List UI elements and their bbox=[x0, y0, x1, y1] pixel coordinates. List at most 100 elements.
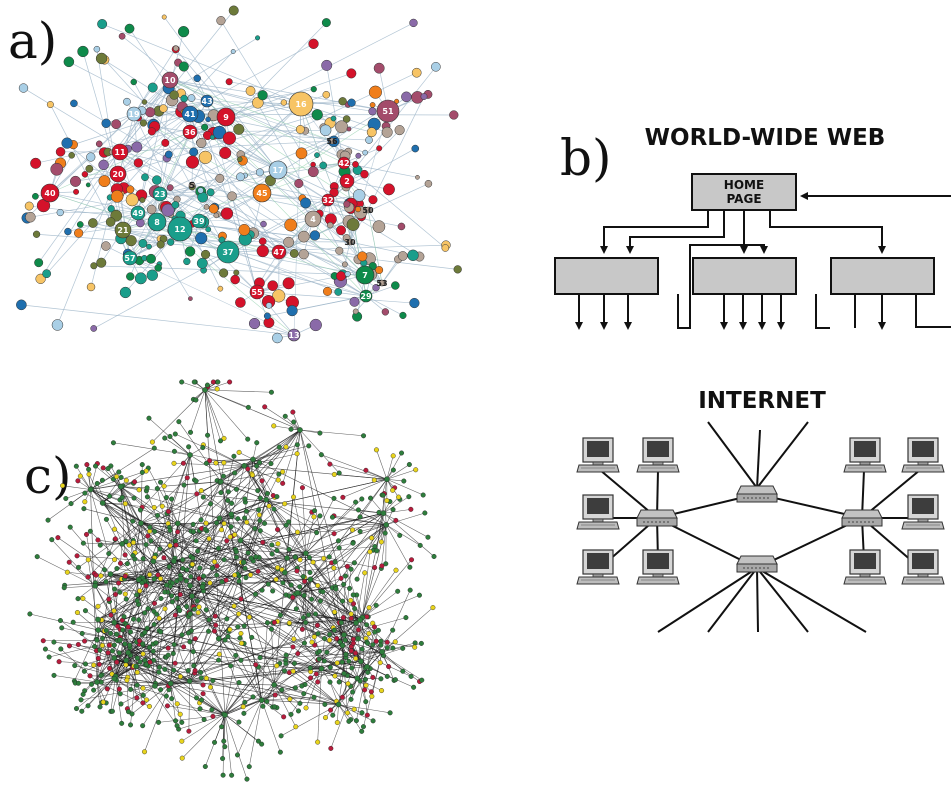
network-node bbox=[193, 478, 199, 484]
network-node bbox=[384, 498, 390, 504]
network-node bbox=[291, 636, 297, 642]
network-node bbox=[400, 668, 406, 674]
network-node bbox=[229, 772, 235, 778]
network-node bbox=[34, 258, 44, 268]
network-node bbox=[124, 23, 135, 34]
network-node bbox=[309, 639, 315, 645]
network-node bbox=[303, 620, 309, 626]
network-node bbox=[72, 663, 78, 669]
web-page-box-3 bbox=[830, 257, 935, 295]
network-node bbox=[158, 596, 164, 602]
network-hub-node bbox=[294, 590, 301, 596]
network-node bbox=[335, 120, 349, 134]
network-node bbox=[393, 567, 399, 573]
network-hub-node bbox=[383, 521, 390, 528]
network-node bbox=[139, 469, 145, 475]
network-node bbox=[346, 68, 357, 79]
network-node bbox=[359, 710, 365, 716]
network-node bbox=[345, 681, 351, 687]
network-node bbox=[343, 651, 349, 657]
network-node-label: 20 bbox=[112, 170, 124, 179]
network-node bbox=[291, 419, 297, 425]
network-node bbox=[156, 719, 162, 725]
computer-icon bbox=[901, 494, 945, 530]
network-hub-node bbox=[171, 558, 177, 564]
network-node bbox=[219, 527, 225, 533]
network-node bbox=[236, 680, 242, 686]
network-node bbox=[260, 220, 267, 228]
network-hub-node bbox=[355, 265, 375, 285]
network-node bbox=[61, 137, 73, 149]
network-node bbox=[136, 617, 142, 623]
network-node-label: 50 bbox=[362, 206, 374, 215]
network-node bbox=[122, 501, 128, 507]
network-node bbox=[51, 319, 64, 331]
network-hub-node bbox=[282, 569, 288, 576]
network-hub-node bbox=[379, 648, 385, 655]
network-node bbox=[333, 586, 339, 592]
network-node bbox=[82, 608, 88, 614]
network-node bbox=[317, 430, 323, 436]
network-node bbox=[349, 665, 355, 671]
network-node bbox=[146, 204, 157, 215]
network-hub-node bbox=[303, 550, 309, 557]
network-node bbox=[330, 712, 336, 718]
network-node bbox=[224, 616, 230, 622]
network-node bbox=[272, 692, 278, 698]
network-node bbox=[141, 173, 149, 182]
link-home-to-box1 bbox=[600, 210, 709, 254]
network-node bbox=[369, 693, 375, 699]
network-node bbox=[42, 646, 48, 652]
network-node bbox=[173, 542, 179, 548]
network-node bbox=[359, 646, 365, 652]
network-node bbox=[204, 382, 210, 388]
network-node bbox=[234, 554, 240, 560]
network-node bbox=[327, 221, 334, 229]
network-node bbox=[214, 563, 220, 569]
network-node bbox=[331, 531, 337, 537]
network-node bbox=[134, 682, 140, 688]
network-node bbox=[336, 545, 342, 551]
network-hub-node bbox=[200, 94, 214, 108]
network-node bbox=[225, 634, 231, 640]
network-node bbox=[159, 503, 165, 509]
network-node bbox=[185, 155, 200, 169]
network-hub-node bbox=[318, 665, 325, 672]
network-node bbox=[271, 704, 277, 710]
network-node bbox=[50, 162, 64, 176]
network-node bbox=[334, 720, 340, 726]
network-node bbox=[332, 559, 338, 565]
network-node bbox=[122, 641, 128, 647]
network-node bbox=[123, 97, 131, 106]
network-node bbox=[286, 620, 292, 626]
network-node bbox=[274, 494, 280, 500]
network-node bbox=[46, 654, 52, 660]
network-node bbox=[95, 537, 101, 543]
network-node bbox=[249, 634, 255, 640]
network-node bbox=[184, 567, 190, 573]
network-node bbox=[268, 389, 274, 395]
network-node bbox=[164, 150, 173, 159]
network-node bbox=[372, 220, 386, 233]
network-node bbox=[189, 147, 199, 157]
network-node bbox=[209, 565, 215, 571]
network-hub-node bbox=[40, 183, 60, 203]
network-node bbox=[228, 524, 234, 530]
network-node bbox=[200, 682, 206, 688]
network-node bbox=[256, 512, 262, 518]
network-node bbox=[342, 637, 348, 643]
network-node bbox=[122, 573, 128, 579]
network-node bbox=[197, 706, 203, 712]
network-node bbox=[378, 676, 384, 682]
network-node bbox=[238, 630, 244, 636]
network-node bbox=[172, 660, 178, 666]
network-node bbox=[161, 555, 167, 561]
network-node bbox=[372, 543, 378, 549]
network-node bbox=[123, 596, 129, 602]
network-node bbox=[220, 756, 226, 762]
network-node bbox=[370, 642, 376, 648]
network-node bbox=[230, 49, 236, 54]
network-node bbox=[167, 433, 173, 439]
network-node bbox=[441, 244, 450, 252]
network-node bbox=[279, 687, 285, 693]
